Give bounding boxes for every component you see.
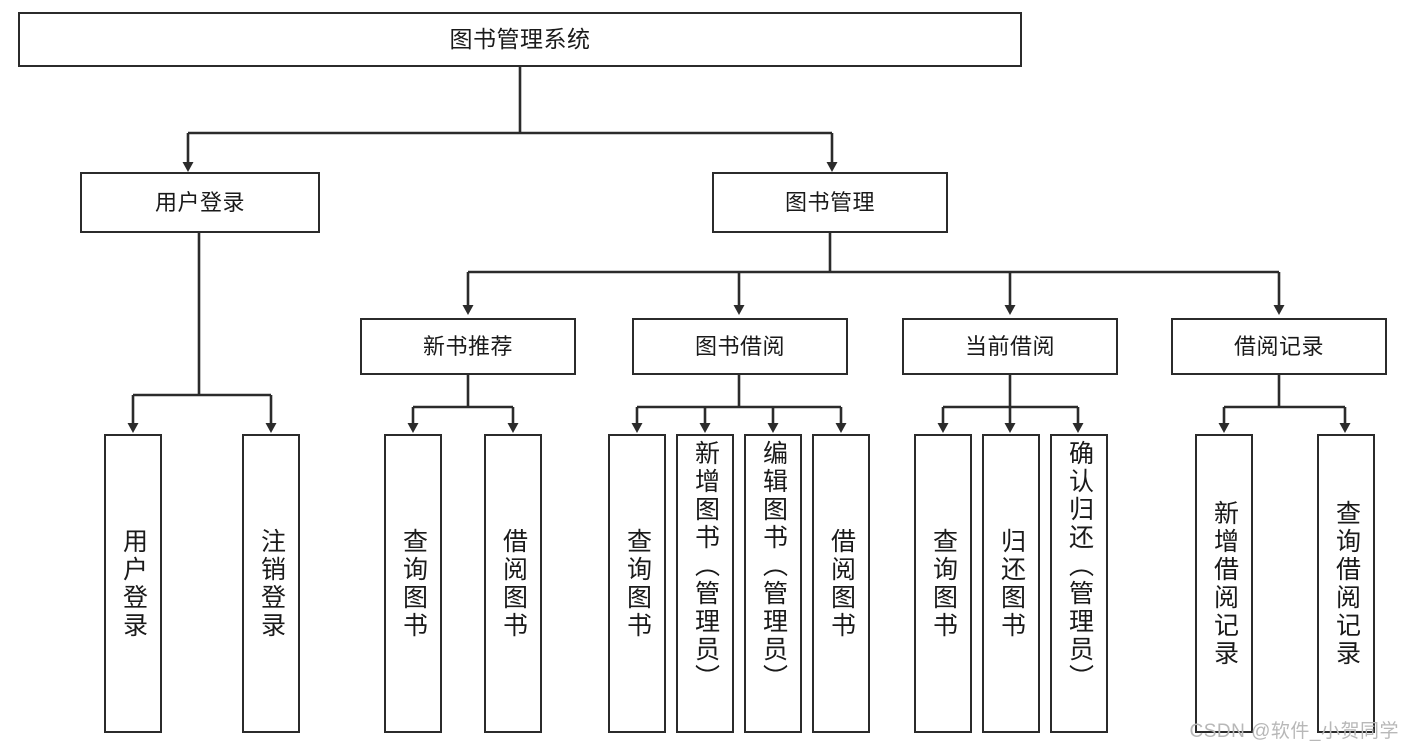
node-label: 借阅图书 [499, 527, 528, 640]
node-label: 查询图书 [399, 527, 428, 640]
leaf-logout[interactable]: 注销登录 [242, 434, 300, 733]
leaf-borrow-books-borrowing[interactable]: 借阅图书 [812, 434, 870, 733]
leaf-return-books[interactable]: 归还图书 [982, 434, 1040, 733]
node-label: 注销登录 [257, 527, 286, 640]
node-label: 确认归还（管理员） [1065, 440, 1094, 692]
node-label: 新增借阅记录 [1210, 499, 1239, 668]
node-user-login[interactable]: 用户登录 [80, 172, 320, 233]
leaf-query-books-borrowing[interactable]: 查询图书 [608, 434, 666, 733]
leaf-query-books-current[interactable]: 查询图书 [914, 434, 972, 733]
node-label: 用户登录 [154, 189, 245, 215]
node-borrow-records[interactable]: 借阅记录 [1171, 318, 1387, 375]
leaf-user-login[interactable]: 用户登录 [104, 434, 162, 733]
node-label: 图书管理 [784, 189, 875, 215]
node-label: 查询图书 [929, 527, 958, 640]
node-label: 查询图书 [623, 527, 652, 640]
watermark-text: CSDN @软件_小贺同学 [1189, 721, 1399, 742]
node-label: 查询借阅记录 [1332, 499, 1361, 668]
node-label: 新书推荐 [422, 333, 513, 359]
node-current-borrowing[interactable]: 当前借阅 [902, 318, 1118, 375]
node-book-borrowing[interactable]: 图书借阅 [632, 318, 848, 375]
leaf-add-borrow-record[interactable]: 新增借阅记录 [1195, 434, 1253, 733]
node-label: 归还图书 [997, 527, 1026, 640]
node-label: 借阅记录 [1233, 333, 1324, 359]
leaf-borrow-books-recommend[interactable]: 借阅图书 [484, 434, 542, 733]
node-label: 用户登录 [119, 527, 148, 640]
node-root-book-management-system[interactable]: 图书管理系统 [18, 12, 1022, 67]
leaf-confirm-return-admin[interactable]: 确认归还（管理员） [1050, 434, 1108, 733]
node-label: 当前借阅 [964, 333, 1055, 359]
node-new-book-recommendation[interactable]: 新书推荐 [360, 318, 576, 375]
node-book-management[interactable]: 图书管理 [712, 172, 948, 233]
node-label: 编辑图书（管理员） [759, 440, 788, 692]
node-label: 图书借阅 [694, 333, 785, 359]
node-label: 借阅图书 [827, 527, 856, 640]
node-label: 新增图书（管理员） [691, 440, 720, 692]
node-label: 图书管理系统 [449, 25, 591, 52]
leaf-add-book-admin[interactable]: 新增图书（管理员） [676, 434, 734, 733]
leaf-query-borrow-record[interactable]: 查询借阅记录 [1317, 434, 1375, 733]
leaf-query-books-recommend[interactable]: 查询图书 [384, 434, 442, 733]
leaf-edit-book-admin[interactable]: 编辑图书（管理员） [744, 434, 802, 733]
